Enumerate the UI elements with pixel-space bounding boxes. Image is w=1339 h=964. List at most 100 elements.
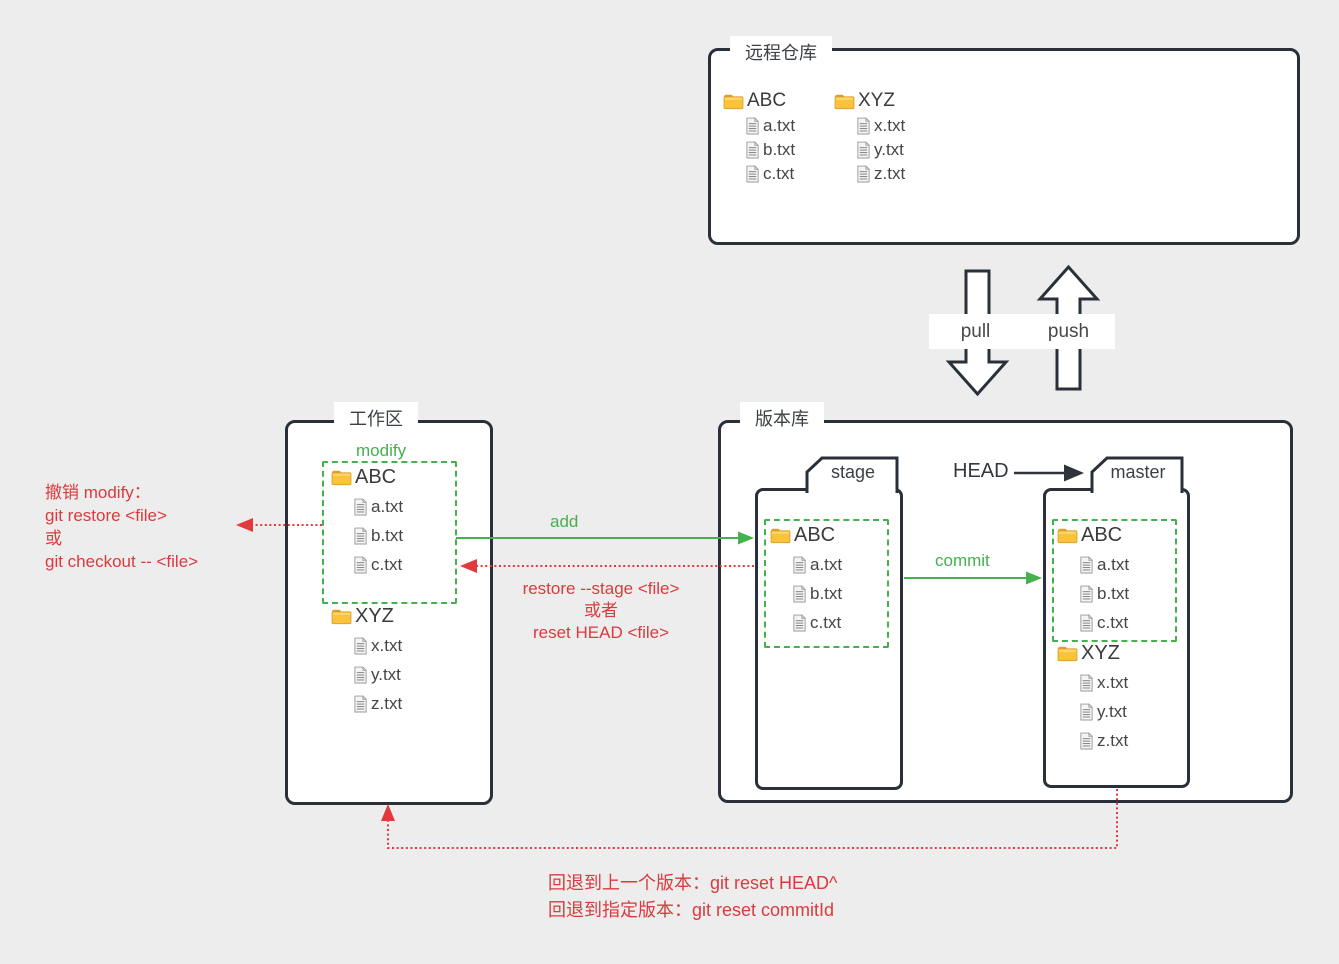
workspace-folder-abc-tree: ABC a.txt b.txt c.txt bbox=[331, 463, 403, 579]
folder-name: XYZ bbox=[355, 605, 394, 627]
master-committed-area bbox=[1052, 519, 1177, 642]
remote-repo-title: 远程仓库 bbox=[730, 36, 832, 68]
folder-icon bbox=[331, 469, 352, 486]
folder-icon bbox=[834, 93, 855, 110]
file-icon bbox=[745, 141, 760, 159]
add-arrow bbox=[456, 531, 754, 545]
file-row: c.txt bbox=[745, 162, 795, 186]
folder-row: ABC bbox=[331, 463, 403, 492]
file-name: a.txt bbox=[1097, 554, 1130, 574]
file-row: z.txt bbox=[856, 162, 905, 186]
file-row: c.txt bbox=[792, 608, 842, 637]
folder-row: ABC bbox=[723, 88, 795, 114]
folder-name: XYZ bbox=[858, 90, 895, 111]
file-row: x.txt bbox=[1079, 668, 1128, 697]
workspace-box bbox=[285, 420, 493, 805]
file-row: b.txt bbox=[745, 138, 795, 162]
file-name: b.txt bbox=[1097, 583, 1130, 603]
file-icon bbox=[792, 614, 807, 632]
file-icon bbox=[353, 666, 368, 684]
note-line: 回退到指定版本：git reset commitId bbox=[548, 900, 835, 920]
undo-modify-note: 撤销 modify： git restore <file> 或 git chec… bbox=[45, 481, 198, 573]
reset-note: 回退到上一个版本：git reset HEAD^ 回退到指定版本：git res… bbox=[548, 870, 837, 924]
file-icon bbox=[792, 556, 807, 574]
file-name: y.txt bbox=[874, 140, 904, 159]
file-icon bbox=[353, 498, 368, 516]
file-icon bbox=[1079, 614, 1094, 632]
file-row: c.txt bbox=[353, 550, 403, 579]
workspace-title: 工作区 bbox=[334, 402, 418, 434]
add-label: add bbox=[550, 512, 579, 531]
file-row: a.txt bbox=[792, 550, 842, 579]
master-tab-label: master bbox=[1110, 462, 1166, 482]
workspace-modified-area bbox=[322, 461, 457, 604]
file-row: z.txt bbox=[353, 689, 402, 718]
file-icon bbox=[745, 117, 760, 135]
file-icon bbox=[792, 585, 807, 603]
folder-row: XYZ bbox=[331, 602, 402, 631]
remote-folder-abc-tree: ABC a.txt b.txt c.txt bbox=[723, 88, 795, 186]
modify-label: modify bbox=[356, 441, 407, 460]
file-name: y.txt bbox=[1097, 701, 1127, 721]
file-name: a.txt bbox=[371, 496, 404, 516]
file-name: c.txt bbox=[371, 554, 403, 574]
file-icon bbox=[353, 637, 368, 655]
file-icon bbox=[353, 527, 368, 545]
file-icon bbox=[1079, 556, 1094, 574]
master-folder-xyz-tree: XYZ x.txt y.txt z.txt bbox=[1057, 639, 1128, 755]
note-line: 撤销 modify： bbox=[45, 483, 151, 502]
file-row: y.txt bbox=[856, 138, 905, 162]
stage-tab-label: stage bbox=[830, 462, 876, 482]
file-row: y.txt bbox=[1079, 697, 1128, 726]
file-icon bbox=[1079, 674, 1094, 692]
folder-row: ABC bbox=[1057, 521, 1129, 550]
note-line: 或者 bbox=[584, 601, 618, 620]
file-icon bbox=[1079, 732, 1094, 750]
file-name: b.txt bbox=[763, 140, 796, 159]
folder-row: XYZ bbox=[1057, 639, 1128, 668]
note-line: 或 bbox=[45, 529, 62, 548]
commit-label: commit bbox=[935, 551, 990, 570]
file-row: x.txt bbox=[353, 631, 402, 660]
file-row: b.txt bbox=[353, 521, 403, 550]
file-row: a.txt bbox=[1079, 550, 1129, 579]
file-name: c.txt bbox=[810, 612, 842, 632]
note-line: git restore <file> bbox=[45, 506, 167, 525]
stage-tracked-area bbox=[764, 519, 889, 648]
stage-tab bbox=[805, 456, 899, 493]
file-name: x.txt bbox=[371, 635, 403, 655]
file-icon bbox=[353, 695, 368, 713]
file-name: b.txt bbox=[810, 583, 843, 603]
folder-name: ABC bbox=[794, 524, 836, 546]
transfer-label-band: pull push bbox=[929, 314, 1115, 349]
file-name: c.txt bbox=[1097, 612, 1129, 632]
workspace-folder-xyz-tree: XYZ x.txt y.txt z.txt bbox=[331, 602, 402, 718]
folder-icon bbox=[331, 608, 352, 625]
file-row: b.txt bbox=[792, 579, 842, 608]
file-row: x.txt bbox=[856, 114, 905, 138]
folder-name: ABC bbox=[1081, 524, 1123, 546]
file-icon bbox=[856, 117, 871, 135]
folder-row: XYZ bbox=[834, 88, 905, 114]
file-name: z.txt bbox=[371, 693, 403, 713]
folder-icon bbox=[1057, 645, 1078, 662]
pull-label: pull bbox=[960, 320, 991, 342]
folder-icon bbox=[723, 93, 744, 110]
folder-name: ABC bbox=[747, 90, 787, 111]
folder-row: ABC bbox=[770, 521, 842, 550]
note-line: restore --stage <file> bbox=[522, 579, 680, 598]
file-icon bbox=[1079, 703, 1094, 721]
file-name: x.txt bbox=[1097, 672, 1129, 692]
stage-folder-abc-tree: ABC a.txt b.txt c.txt bbox=[770, 521, 842, 637]
file-name: z.txt bbox=[874, 164, 906, 183]
folder-name: XYZ bbox=[1081, 642, 1120, 664]
file-name: b.txt bbox=[371, 525, 404, 545]
unstage-note: restore --stage <file> 或者 reset HEAD <fi… bbox=[470, 578, 732, 644]
file-row: c.txt bbox=[1079, 608, 1129, 637]
file-icon bbox=[353, 556, 368, 574]
note-line: 回退到上一个版本：git reset HEAD^ bbox=[548, 873, 838, 893]
file-icon bbox=[856, 165, 871, 183]
folder-icon bbox=[1057, 527, 1078, 544]
file-name: c.txt bbox=[763, 164, 795, 183]
